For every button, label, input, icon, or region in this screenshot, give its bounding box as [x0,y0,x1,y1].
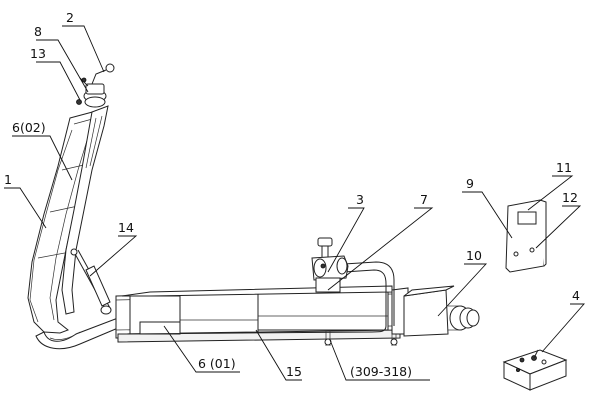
label-6-02: 6(02) [12,120,46,135]
label-1: 1 [4,172,12,187]
boom-arm-assembly [27,63,119,350]
label-6-01: 6 (01) [198,356,236,371]
base-platform [115,285,409,346]
label-11: 11 [556,160,572,175]
label-4: 4 [572,288,580,303]
label-7: 7 [420,192,428,207]
label-8: 8 [34,24,42,39]
control-box [505,199,547,273]
gas-strut [70,248,112,315]
label-9: 9 [466,176,474,191]
remote-box [502,349,568,391]
label-14: 14 [118,220,134,235]
leader-lines [4,25,585,381]
label-3: 3 [356,192,364,207]
label-13: 13 [30,46,46,61]
part-labels: 2 8 13 6(02) 1 14 3 7 9 11 12 10 4 6 (01… [4,10,580,379]
label-10: 10 [466,248,482,263]
end-motor [403,285,480,337]
pipe-loop [119,261,395,335]
label-2: 2 [66,10,74,25]
label-309-318: (309-318) [350,364,412,379]
label-15: 15 [286,364,302,379]
label-12: 12 [562,190,578,205]
